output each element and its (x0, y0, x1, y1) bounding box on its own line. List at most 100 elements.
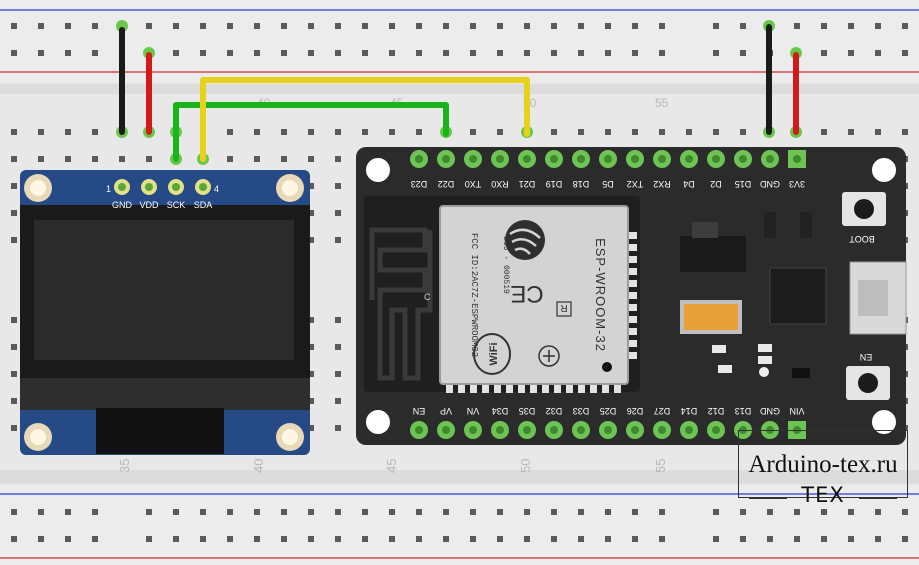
breadboard-hole (65, 129, 71, 135)
rail-hole (524, 23, 530, 29)
pin-label-bottom: D14 (681, 406, 698, 416)
smd-component (758, 344, 772, 352)
castellation (518, 385, 525, 393)
rail-hole (281, 509, 287, 515)
rail-hole (443, 509, 449, 515)
breadboard-hole (227, 156, 233, 162)
column-number: 55 (655, 96, 669, 110)
smd-component (718, 365, 732, 373)
pin-hole (793, 155, 801, 163)
castellation (554, 385, 561, 393)
esp-wroom-32-module: C ESP-WROOM-32 FCC ID:2AC7Z-ESPWROOM32 2… (364, 196, 640, 393)
smd-component (712, 345, 726, 353)
rail-hole (524, 509, 530, 515)
mount-hole (872, 158, 896, 182)
pin-hole (577, 426, 585, 434)
breadboard-hole (11, 183, 17, 189)
castellation (629, 340, 637, 347)
rail-hole (281, 23, 287, 29)
ce-mark: CE (510, 280, 543, 307)
oled-screen (34, 220, 294, 360)
rail-hole (11, 536, 17, 542)
pin-hole (550, 426, 558, 434)
pin-hole (604, 155, 612, 163)
breadboard-hole (11, 344, 17, 350)
pin-hole (469, 426, 477, 434)
column-number: 45 (384, 459, 399, 473)
rail-hole (146, 536, 152, 542)
pin-label-top: D4 (683, 179, 695, 189)
pin-number: 4 (214, 184, 219, 194)
pin-label-top: TX2 (627, 179, 644, 189)
rail-hole (848, 509, 854, 515)
en-label: EN (860, 352, 873, 362)
wifi-logo-icon: WiFi (473, 333, 511, 375)
rail-hole (389, 536, 395, 542)
rail-hole (335, 23, 341, 29)
rail-hole (821, 23, 827, 29)
rail-hole (740, 23, 746, 29)
castellation (629, 232, 637, 239)
oled-ribbon (96, 408, 224, 454)
pin-hole (658, 426, 666, 434)
rail-hole (443, 50, 449, 56)
rail-hole (11, 509, 17, 515)
rail-hole (740, 509, 746, 515)
pin-label-top: D15 (735, 179, 752, 189)
rf-shield (439, 205, 629, 385)
rail-hole (794, 23, 800, 29)
column-number: 55 (653, 459, 668, 473)
pin-label-bottom: D27 (654, 406, 671, 416)
breadboard-hole (335, 371, 341, 377)
rail-hole (551, 536, 557, 542)
breadboard-hole (11, 398, 17, 404)
rail-hole (578, 536, 584, 542)
rail-hole (389, 50, 395, 56)
rail-hole (38, 536, 44, 542)
pin-label-bottom: D35 (519, 406, 536, 416)
fcc-recycle-icon (538, 345, 560, 367)
castellation (629, 292, 637, 299)
rail-hole (254, 536, 260, 542)
breadboard-hole (470, 129, 476, 135)
pin-label-top: RX2 (653, 179, 671, 189)
rail-hole (38, 509, 44, 515)
rail-hole (470, 536, 476, 542)
rail-hole (146, 509, 152, 515)
rail-hole (875, 50, 881, 56)
rail-hole (416, 509, 422, 515)
pin-hole (685, 426, 693, 434)
pin-hole (469, 155, 477, 163)
pin-label-bottom: VP (440, 406, 452, 416)
pin-label-bottom: D32 (546, 406, 563, 416)
r-mark-icon: R (556, 301, 572, 317)
pin-label-bottom: VIN (789, 406, 804, 416)
column-number: 50 (518, 459, 533, 473)
pin-label-bottom: VN (467, 406, 480, 416)
breadboard-hole (281, 129, 287, 135)
esp32-top-header (410, 150, 806, 168)
rail-hole (875, 509, 881, 515)
rail-hole (713, 536, 719, 542)
rail-hole (578, 50, 584, 56)
rail-hole (92, 50, 98, 56)
pin-label-top: D2 (710, 179, 722, 189)
breadboard-hole (308, 156, 314, 162)
rail-hole (632, 50, 638, 56)
breadboard-hole (281, 156, 287, 162)
rail-hole (254, 50, 260, 56)
castellation (494, 385, 501, 393)
breadboard-hole (38, 156, 44, 162)
rail-hole (173, 536, 179, 542)
breadboard-hole (902, 129, 908, 135)
watermark-brand: TEX (739, 483, 907, 507)
castellation (506, 385, 513, 393)
rail-hole (362, 50, 368, 56)
breadboard-hole (821, 129, 827, 135)
mount-hole (366, 410, 390, 434)
breadboard-hole (11, 371, 17, 377)
breadboard-hole (389, 129, 395, 135)
rail-hole (308, 509, 314, 515)
